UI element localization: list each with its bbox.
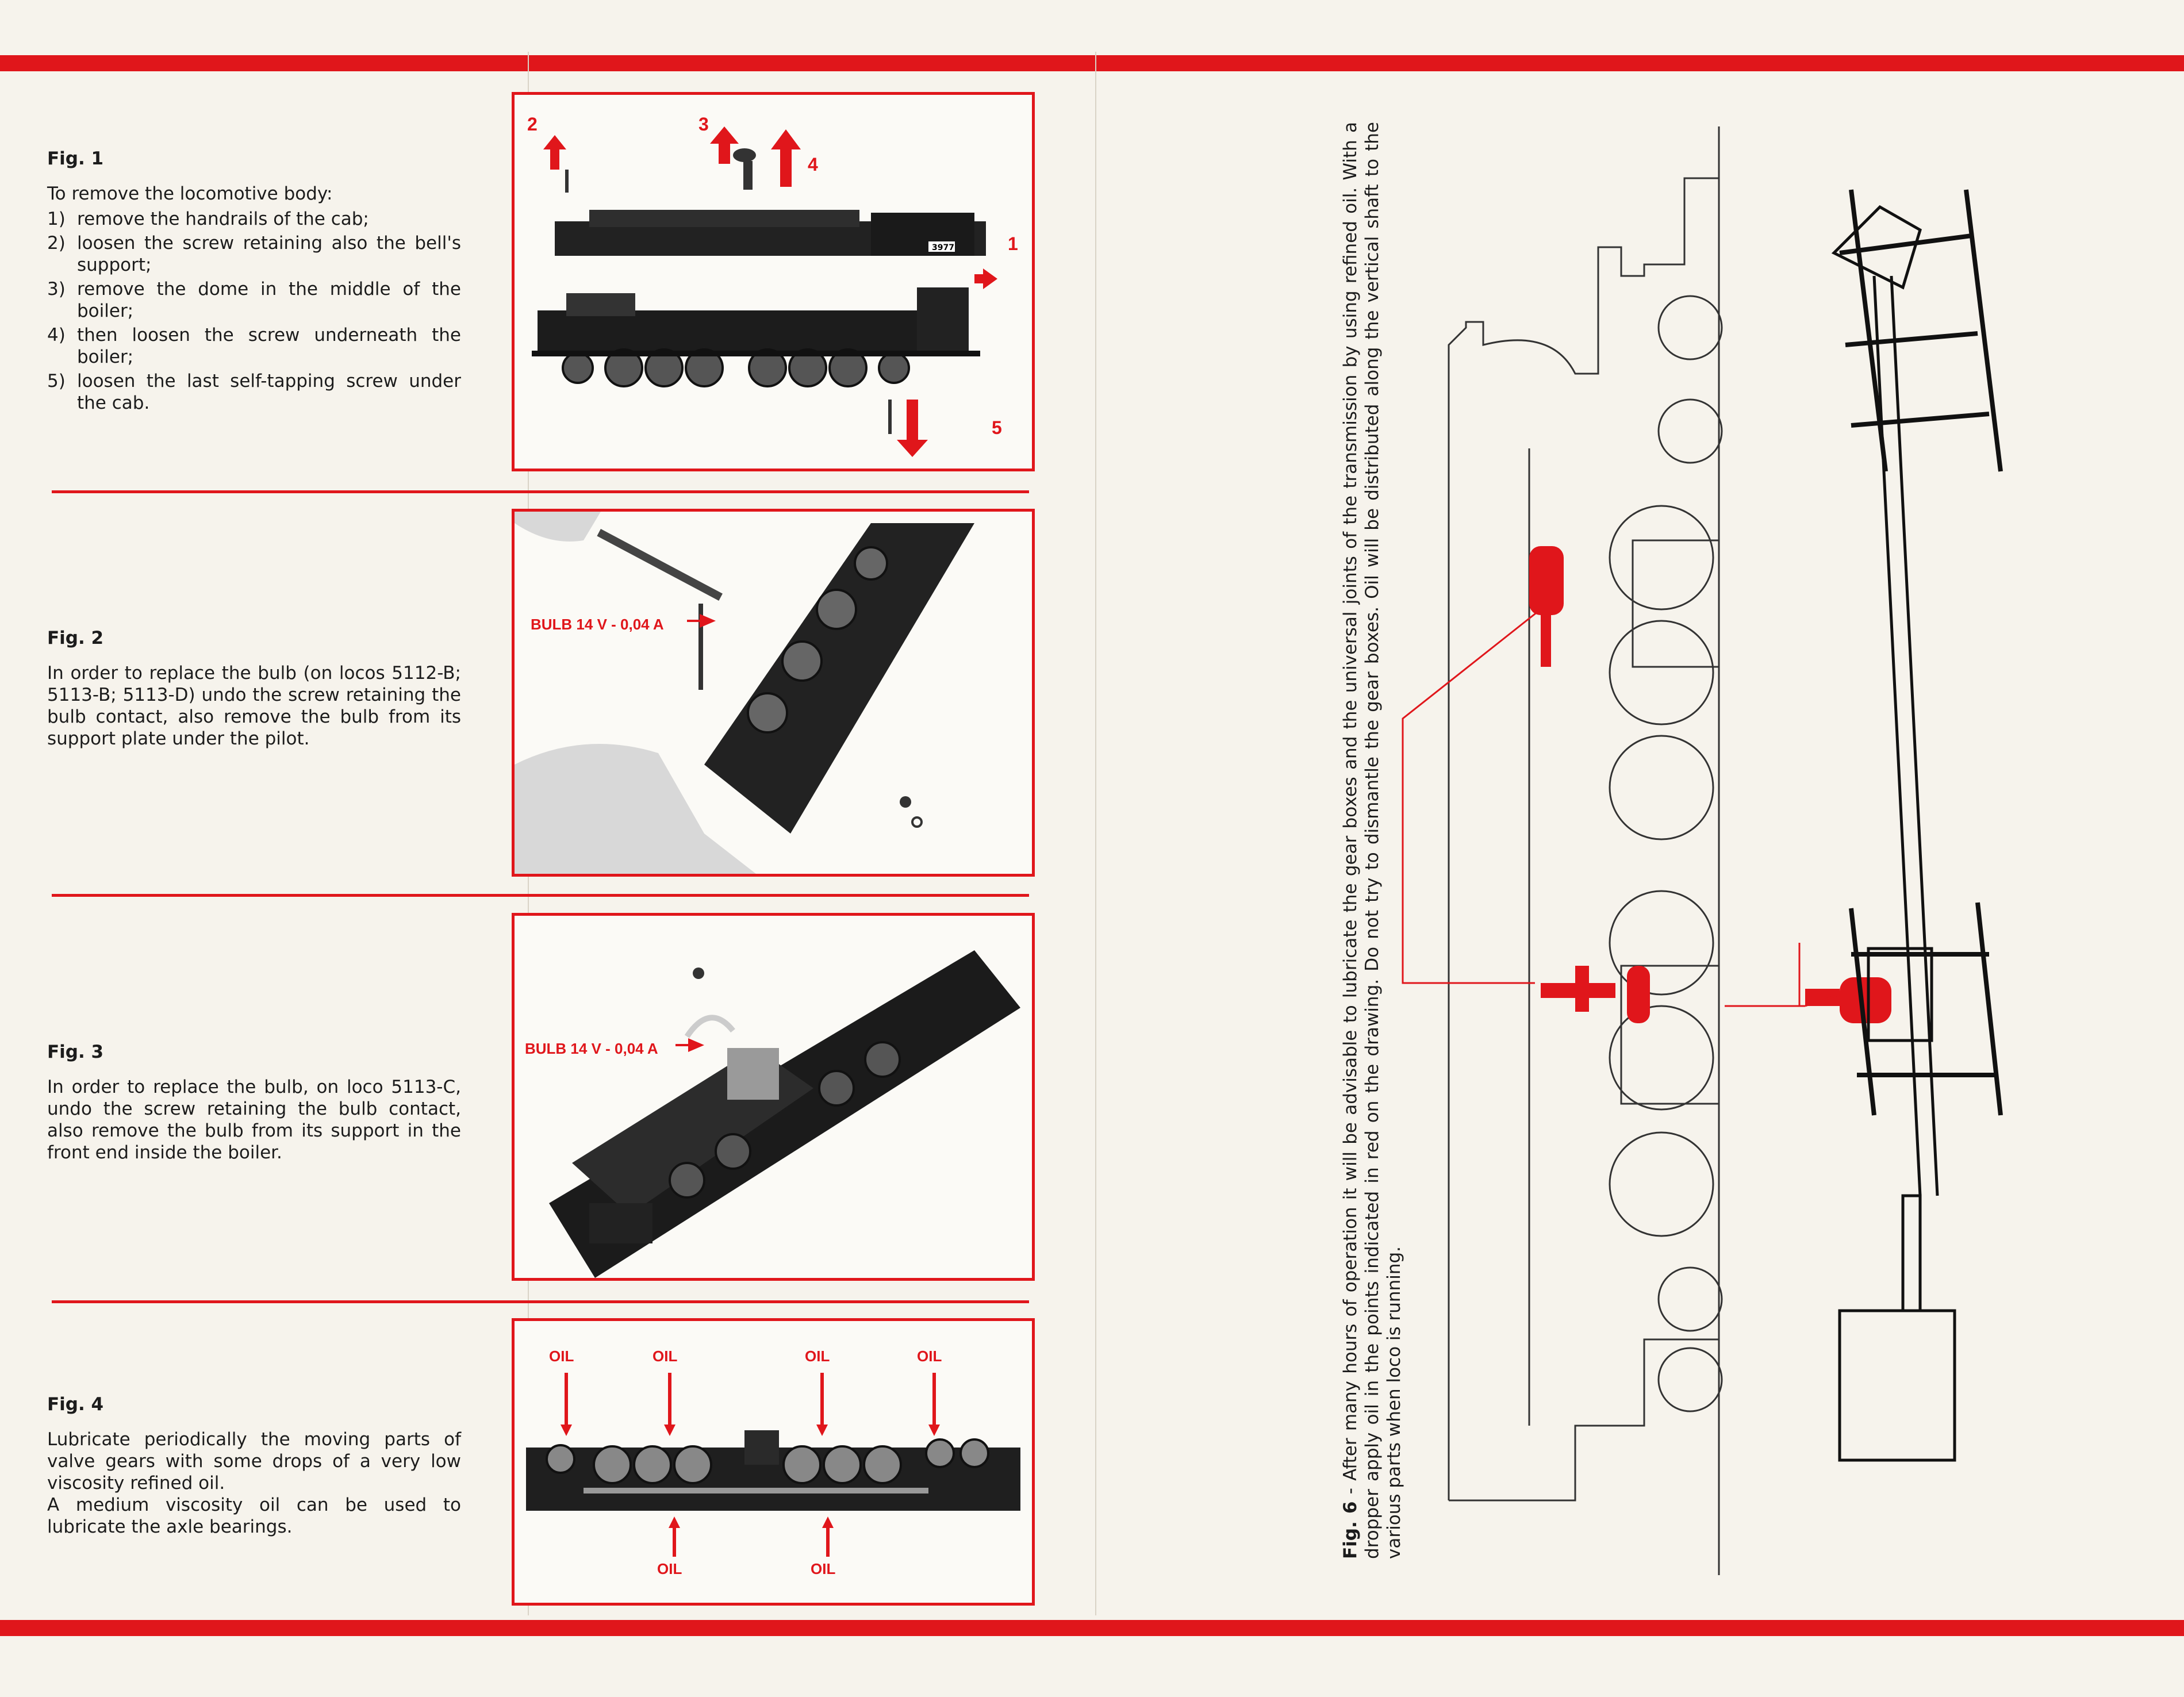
top-red-band [0, 55, 2184, 71]
fig2-bulb-callout: BULB 14 V - 0,04 A [531, 616, 664, 633]
fig1-loco-number: 3977 [932, 243, 954, 252]
fig1-step: 4)then loosen the screw underneath the b… [47, 325, 461, 367]
oil-label-6: OIL [811, 1560, 835, 1577]
fig3-bulb-replacement-illustration: BULB 14 V - 0,04 A [525, 950, 1020, 1278]
oil-label-5: OIL [657, 1560, 682, 1577]
page-fold-right [1095, 52, 1096, 1615]
fig1-photo: 3977 2 3 4 1 5 [512, 92, 1035, 471]
fig1-arrows [543, 126, 997, 457]
arrow-label-1: 1 [1008, 233, 1018, 254]
fig4-photo: OIL OIL OIL OIL OIL OIL [512, 1318, 1035, 1606]
arrow-label-5: 5 [992, 417, 1002, 438]
red-leader-lines [1402, 608, 1840, 1007]
fig3-caption: Fig. 3 In order to replace the bulb, on … [47, 1042, 461, 1164]
arrow-right-1 [974, 268, 997, 289]
oil-drop-arrows: OIL OIL OIL OIL OIL OIL [549, 1347, 942, 1577]
driving-wheels [1609, 295, 1723, 1412]
fig1-steps: 1)remove the handrails of the cab; 2)loo… [47, 208, 461, 414]
oil-label-4: OIL [917, 1347, 942, 1365]
arrow-down-5 [897, 400, 928, 457]
lubrication-points [1529, 546, 1891, 1023]
fig1-caption: Fig. 1 To remove the locomotive body: 1)… [47, 148, 461, 416]
arrow-label-4: 4 [808, 154, 818, 175]
fig1-step: 2)loosen the screw retaining also the be… [47, 233, 461, 275]
fig6-cutaway-drawing [1402, 126, 2003, 1575]
fig4-label: Fig. 4 [47, 1394, 104, 1415]
fig3-label: Fig. 3 [47, 1042, 104, 1062]
arrow-label-2: 2 [527, 114, 538, 135]
fig1-step: 3)remove the dome in the middle of the b… [47, 279, 461, 321]
fig2-text: In order to replace the bulb (on locos 5… [47, 663, 461, 749]
separator-1 [52, 490, 1029, 493]
fig1-label: Fig. 1 [47, 148, 104, 169]
fig2-bulb-replacement-illustration: BULB 14 V - 0,04 A [515, 512, 974, 874]
fig2-photo: BULB 14 V - 0,04 A [512, 509, 1035, 877]
fig4-caption: Fig. 4 Lubricate periodically the moving… [47, 1394, 461, 1538]
fig2-caption: Fig. 2 In order to replace the bulb (on … [47, 628, 461, 750]
fig1-step: 1)remove the handrails of the cab; [47, 209, 369, 229]
fig4-text: Lubricate periodically the moving parts … [47, 1429, 461, 1537]
ladder-markers [1839, 189, 2003, 1116]
fig1-loco-exploded-illustration: 3977 2 3 4 1 5 [527, 114, 1018, 457]
fig6-transmission-diagram [1230, 103, 2121, 1575]
fig3-bulb-callout: BULB 14 V - 0,04 A [525, 1040, 658, 1057]
arrow-up-2 [543, 135, 566, 170]
oil-label-3: OIL [805, 1347, 830, 1365]
arrow-label-3: 3 [698, 114, 709, 135]
transmission-shaft [1831, 205, 1956, 1462]
fig1-intro: To remove the locomotive body: [47, 183, 333, 204]
arrow-up-3 [710, 126, 739, 164]
fig1-step: 5)loosen the last self-tapping screw und… [47, 371, 461, 413]
separator-2 [52, 894, 1029, 897]
oil-label-1: OIL [549, 1347, 574, 1365]
separator-3 [52, 1300, 1029, 1303]
fig4-lubrication-illustration: OIL OIL OIL OIL OIL OIL [526, 1347, 1020, 1577]
bottom-red-band [0, 1620, 2184, 1636]
oil-label-2: OIL [652, 1347, 677, 1365]
fig2-label: Fig. 2 [47, 628, 104, 648]
loco-outline [1448, 126, 1720, 1575]
arrow-up-4 [771, 129, 801, 187]
fig3-photo: BULB 14 V - 0,04 A [512, 913, 1035, 1281]
fig3-text: In order to replace the bulb, on loco 51… [47, 1077, 461, 1163]
